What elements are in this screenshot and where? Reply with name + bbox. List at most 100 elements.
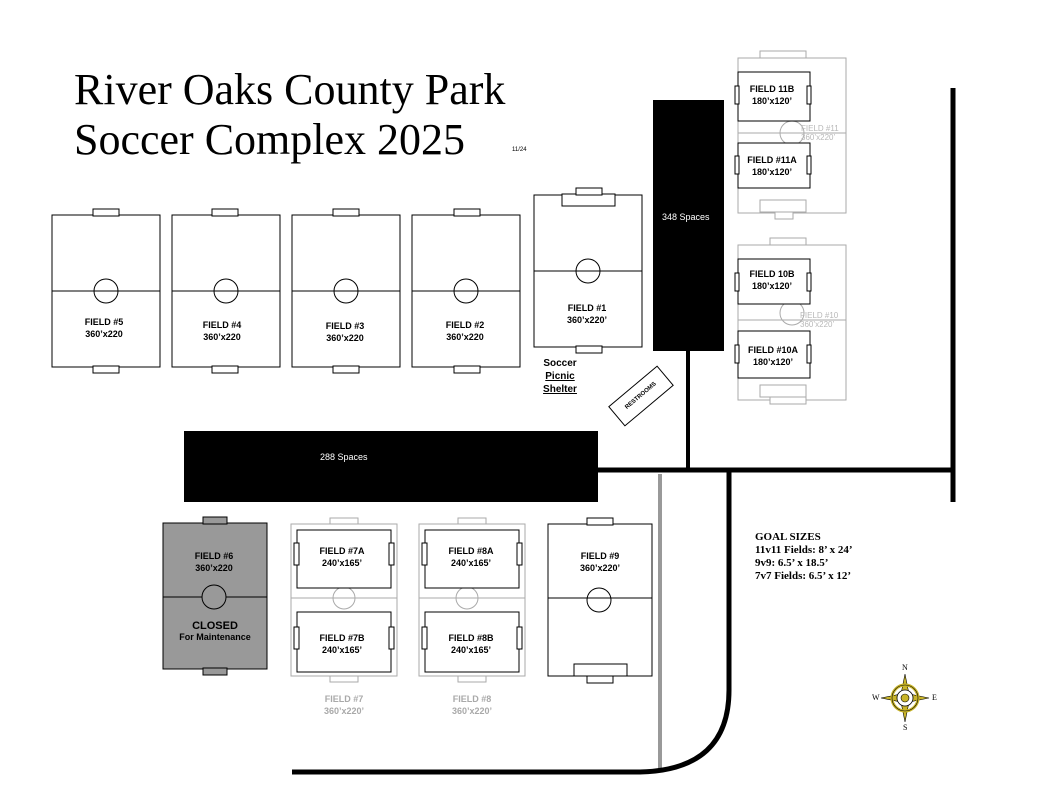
field-10-name: FIELD #10	[800, 311, 839, 320]
field-6-note: For Maintenance	[179, 632, 251, 642]
field-5-shape[interactable]	[51, 208, 161, 374]
field-10-size: 360’x220’	[800, 320, 835, 329]
field-2-label: FIELD #2 360’x220	[446, 319, 485, 343]
field-10a-shape[interactable]	[734, 330, 812, 379]
field-10b-size: 180’x120’	[751, 281, 793, 291]
field-11-shape	[737, 50, 847, 220]
field-11b-label: FIELD 11B 180’x120’	[750, 83, 795, 107]
field-8-label: FIELD #8 360’x220’	[452, 693, 492, 717]
goal-sizes-line1: 11v11 Fields: 8’ x 24’	[755, 544, 853, 556]
field-9-size: 360’x220’	[579, 563, 621, 573]
field-8a-name: FIELD #8A	[448, 546, 494, 556]
shelter-line2: Picnic	[545, 371, 575, 382]
field-7a-size: 240’x165’	[321, 558, 363, 568]
field-7-shape	[290, 517, 398, 683]
field-8-shape	[418, 517, 526, 683]
field-11a-label: FIELD #11A 180’x120’	[747, 154, 797, 178]
field-3-name: FIELD #3	[325, 321, 365, 331]
field-7b-name: FIELD #7B	[319, 633, 365, 643]
field-6-name: FIELD #6	[194, 551, 234, 561]
field-8b-name: FIELD #8B	[448, 633, 494, 643]
field-7-name: FIELD #7	[324, 694, 364, 704]
shelter-line3: Shelter	[543, 384, 577, 395]
field-8b-size: 240’x165’	[450, 645, 492, 655]
field-7a-name: FIELD #7A	[319, 546, 365, 556]
field-10-shape	[737, 237, 847, 405]
field-8a-label: FIELD #8A 240’x165’	[448, 545, 493, 569]
field-8-size: 360’x220’	[451, 706, 493, 716]
field-6-closed-notice: CLOSED For Maintenance	[179, 620, 251, 642]
map-title-line2: Soccer Complex 2025	[74, 115, 466, 164]
road-south	[292, 472, 732, 775]
field-6-status: CLOSED	[192, 620, 238, 632]
field-11-name: FIELD #11	[801, 124, 839, 133]
field-4-label: FIELD #4 360’x220	[203, 319, 242, 343]
field-8a-size: 240’x165’	[450, 558, 492, 568]
field-6-size: 360’x220	[195, 563, 233, 573]
field-5-size: 360’x220	[85, 329, 123, 339]
field-4-shape[interactable]	[171, 208, 281, 374]
field-5-label: FIELD #5 360’x220	[85, 316, 124, 340]
field-10a-label: FIELD #10A 180’x120’	[748, 344, 798, 368]
field-11a-name: FIELD #11A	[747, 155, 797, 165]
field-6-label: FIELD #6 360’x220	[195, 550, 234, 574]
field-11a-shape[interactable]	[734, 142, 812, 189]
version-stamp: 11/24	[512, 147, 527, 153]
field-1-name: FIELD #1	[567, 303, 607, 313]
field-11b-size: 180’x120’	[751, 96, 793, 106]
field-8-name: FIELD #8	[452, 694, 492, 704]
goal-sizes-line2: 9v9: 6.5’ x 18.5’	[755, 557, 829, 569]
field-7-size: 360’x220’	[323, 706, 365, 716]
field-10a-size: 180’x120’	[752, 357, 794, 367]
picnic-shelter-label: Soccer Picnic Shelter	[540, 357, 580, 396]
field-1-size: 360’x220’	[566, 315, 608, 325]
field-11-size: 360’x220’	[801, 133, 836, 142]
field-4-name: FIELD #4	[202, 320, 242, 330]
parking-lot-main-label: 288 Spaces	[320, 452, 368, 462]
field-11b-name: FIELD 11B	[749, 84, 795, 94]
compass-east-label: E	[932, 693, 937, 702]
goal-sizes-line3: 7v7 Fields: 6.5’ x 12’	[755, 570, 852, 582]
field-7b-size: 240’x165’	[321, 645, 363, 655]
field-7a-label: FIELD #7A 240’x165’	[319, 545, 364, 569]
field-3-label: FIELD #3 360’x220	[326, 320, 365, 344]
compass-north-label: N	[902, 663, 908, 672]
field-2-size: 360’x220	[446, 332, 484, 342]
field-9-name: FIELD #9	[580, 551, 620, 561]
field-11-label: FIELD #11 360’x220’	[801, 124, 839, 142]
field-5-name: FIELD #5	[84, 317, 124, 327]
parking-lot-main	[184, 431, 598, 502]
field-8b-shape[interactable]	[421, 611, 523, 673]
field-9-label: FIELD #9 360’x220’	[580, 550, 620, 574]
field-2-name: FIELD #2	[445, 320, 485, 330]
field-3-shape[interactable]	[291, 208, 401, 374]
field-7b-shape[interactable]	[293, 611, 395, 673]
field-10b-label: FIELD 10B 180’x120’	[749, 268, 794, 292]
map-title-line1: River Oaks County Park	[74, 65, 506, 114]
field-10b-shape[interactable]	[734, 258, 812, 305]
field-7b-label: FIELD #7B 240’x165’	[319, 632, 364, 656]
compass-south-label: S	[903, 723, 908, 732]
parking-lot-east-label: 348 Spaces	[662, 212, 710, 222]
goal-sizes-legend: GOAL SIZES 11v11 Fields: 8’ x 24’ 9v9: 6…	[755, 531, 853, 583]
field-11b-shape[interactable]	[734, 71, 812, 122]
compass-rose	[880, 673, 930, 723]
field-3-size: 360’x220	[326, 333, 364, 343]
field-10a-name: FIELD #10A	[747, 345, 799, 355]
field-10-label: FIELD #10 360’x220’	[800, 311, 838, 329]
compass-west-label: W	[872, 693, 880, 702]
field-2-shape[interactable]	[411, 208, 521, 374]
shelter-line1: Soccer	[543, 358, 577, 369]
field-6-shape[interactable]	[162, 516, 268, 676]
field-9-shape[interactable]	[547, 517, 653, 684]
field-7a-shape[interactable]	[293, 529, 395, 589]
field-1-shape[interactable]	[533, 187, 643, 354]
parking-lot-east	[653, 100, 724, 351]
field-7-label: FIELD #7 360’x220’	[324, 693, 364, 717]
goal-sizes-heading: GOAL SIZES	[755, 531, 821, 543]
field-8a-shape[interactable]	[421, 529, 523, 589]
field-11a-size: 180’x120’	[751, 167, 793, 177]
field-1-label: FIELD #1 360’x220’	[567, 302, 607, 326]
field-10b-name: FIELD 10B	[749, 269, 795, 279]
